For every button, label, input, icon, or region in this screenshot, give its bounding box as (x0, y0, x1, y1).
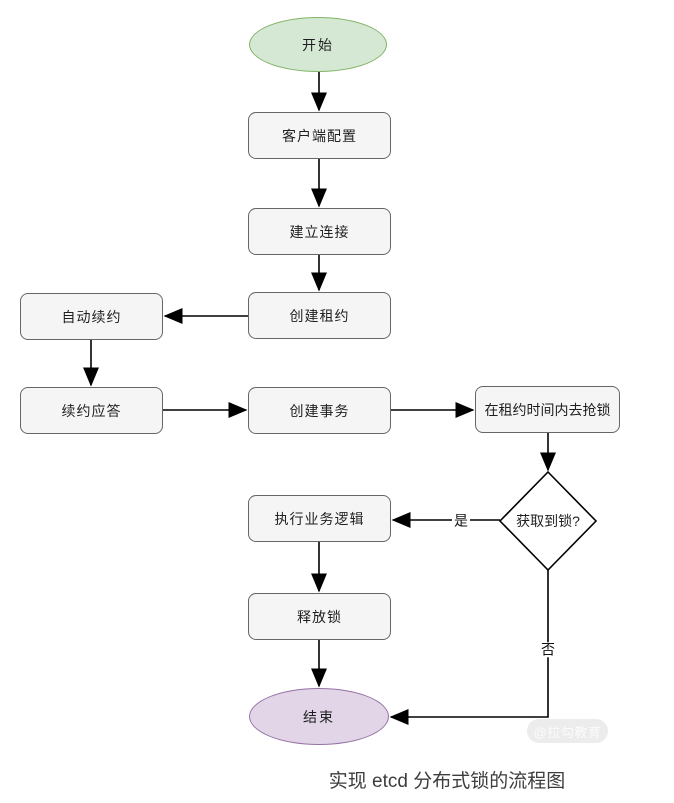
node-decision-lock-acquired: 获取到锁? (516, 513, 580, 529)
node-auto-renew: 自动续约 (20, 293, 163, 340)
edge-decision-no-to-end (389, 570, 549, 725)
watermark-badge: @拉勾教育 (527, 719, 608, 743)
decision-diamond-shape (498, 470, 598, 572)
node-end: 结束 (249, 688, 389, 745)
node-create-transaction: 创建事务 (248, 387, 391, 434)
node-execute-business-logic: 执行业务逻辑 (248, 495, 391, 542)
node-renew-response: 续约应答 (20, 387, 163, 434)
edge-label-no: 否 (539, 641, 557, 658)
diagram-caption: 实现 etcd 分布式锁的流程图 (328, 771, 566, 792)
edge-label-yes: 是 (452, 512, 470, 529)
node-establish-connection: 建立连接 (248, 208, 391, 255)
node-start: 开始 (249, 17, 387, 72)
node-client-config: 客户端配置 (248, 112, 391, 159)
node-release-lock: 释放锁 (248, 593, 391, 640)
node-grab-lock-in-lease-time: 在租约时间内去抢锁 (475, 386, 620, 433)
node-create-lease: 创建租约 (248, 292, 391, 339)
